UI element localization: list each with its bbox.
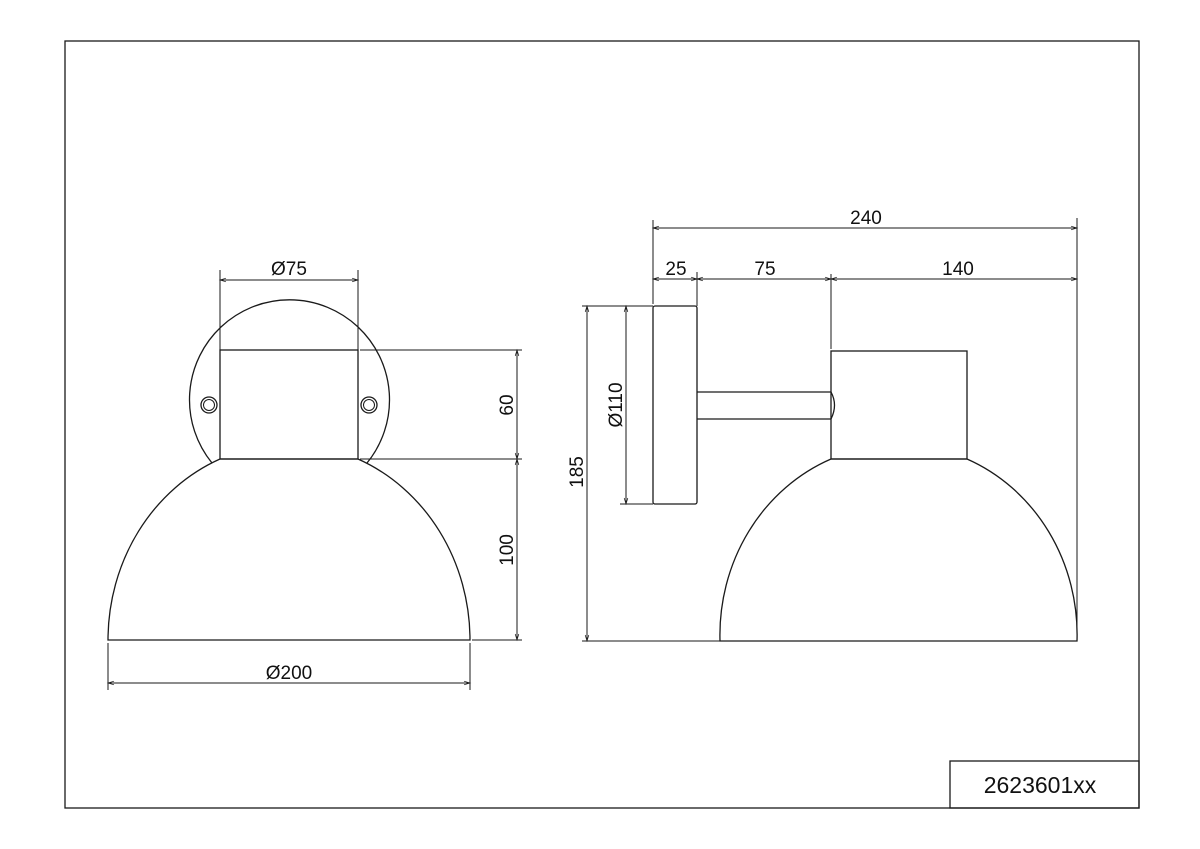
dim-shade-diameter: Ø200 — [266, 663, 312, 684]
screw-hole-left — [200, 396, 218, 414]
drawing-frame — [64, 40, 1140, 809]
wall-canopy — [188, 299, 391, 464]
dim-backplate-diameter: Ø110 — [606, 382, 627, 427]
dim-head-depth: 140 — [942, 259, 974, 280]
lamp-socket — [219, 349, 359, 460]
dim-backplate-depth: 25 — [665, 259, 686, 280]
dim-arm-length: 75 — [754, 259, 775, 280]
dim-canopy-height: 60 — [497, 394, 518, 415]
dim-canopy-diameter: Ø75 — [271, 259, 307, 280]
dim-total-depth: 240 — [850, 208, 882, 229]
dim-shade-height: 100 — [497, 534, 518, 566]
title-block — [949, 760, 1140, 809]
screw-hole-right — [360, 396, 378, 414]
lamp-shade — [107, 458, 471, 641]
backplate — [652, 305, 698, 505]
lamp-arm — [697, 391, 836, 420]
lamp-shade-side — [719, 458, 1078, 642]
dim-total-height: 185 — [567, 456, 588, 488]
front-view: Ø75 60 100 Ø200 — [106, 259, 522, 690]
lamp-socket-side — [830, 350, 968, 460]
product-code: 2623601xx — [984, 772, 1097, 798]
side-view: 240 25 75 140 Ø110 185 — [567, 208, 1079, 643]
